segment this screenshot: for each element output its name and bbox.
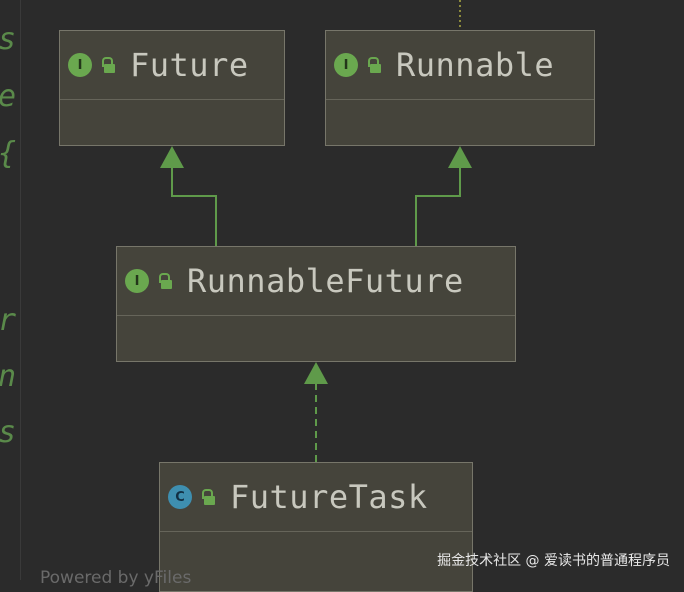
lock-icon — [200, 487, 216, 507]
node-header: I Runnable — [326, 31, 594, 100]
lock-icon — [157, 271, 173, 291]
interface-icon: I — [334, 53, 358, 77]
gutter-char: s — [0, 418, 22, 448]
node-name: Runnable — [396, 46, 555, 84]
gutter-char: { — [0, 139, 22, 169]
editor-gutter: s e { r n s — [0, 0, 21, 580]
interface-icon: I — [68, 53, 92, 77]
node-name: RunnableFuture — [187, 262, 464, 300]
node-name: FutureTask — [230, 478, 428, 516]
node-header: I Future — [60, 31, 284, 100]
node-future[interactable]: I Future — [59, 30, 285, 146]
lock-icon — [100, 55, 116, 75]
gutter-char: s — [0, 25, 22, 55]
gutter-char: r — [0, 306, 22, 336]
node-name: Future — [130, 46, 249, 84]
interface-icon: I — [125, 269, 149, 293]
gutter-char: n — [0, 362, 22, 392]
gutter-char: e — [0, 82, 22, 112]
lock-icon — [366, 55, 382, 75]
node-header: C FutureTask — [160, 463, 472, 532]
node-runnable-future[interactable]: I RunnableFuture — [116, 246, 516, 362]
node-runnable[interactable]: I Runnable — [325, 30, 595, 146]
powered-by-label: Powered by yFiles — [40, 568, 192, 588]
class-icon: C — [168, 485, 192, 509]
watermark: 掘金技术社区 @ 爱读书的普通程序员 — [437, 553, 670, 569]
node-header: I RunnableFuture — [117, 247, 515, 316]
node-future-task[interactable]: C FutureTask — [159, 462, 473, 592]
